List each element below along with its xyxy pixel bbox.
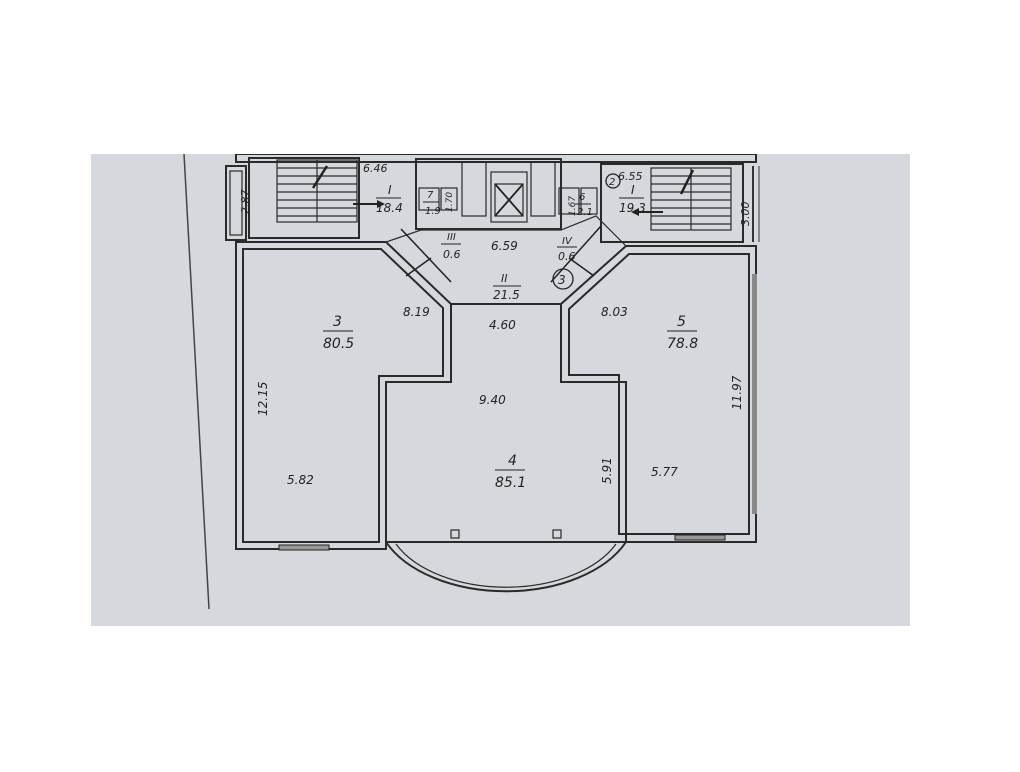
floor-plan-photo: 3 80.5 4 85.1 5 78.8 I 18.4 I 19.3 II 21…: [91, 154, 910, 626]
page-edge-line: [183, 154, 210, 610]
bay-arc: [385, 541, 627, 593]
room-area: 21.5: [493, 288, 520, 302]
dimension-label: 6.59: [491, 239, 518, 253]
room-number: I: [388, 183, 392, 197]
room-5-outline: [560, 245, 757, 543]
dimension-label: 1.70: [445, 192, 455, 212]
right-stair-room: [600, 163, 744, 243]
dimension-label: 1.67: [568, 196, 578, 216]
dimension-label: 11.97: [730, 375, 744, 410]
floor-plan: 3 80.5 4 85.1 5 78.8 I 18.4 I 19.3 II 21…: [91, 154, 910, 626]
main-outline: [235, 215, 757, 593]
room-number: 5: [677, 314, 686, 330]
room-area: 85.1: [495, 475, 526, 491]
room-area: 78.8: [667, 336, 698, 352]
marker-label: 3: [558, 273, 566, 287]
left-stair-room: [248, 157, 360, 239]
dimension-label: 5.82: [287, 473, 314, 487]
dimension-label: 5.91: [600, 457, 614, 484]
dimension-label: 6.55: [618, 170, 643, 183]
left-shaft: [225, 165, 247, 241]
dimension-label: 8.19: [403, 305, 430, 319]
room-area: 1.9: [425, 206, 441, 217]
room-number: II: [501, 272, 508, 285]
dimension-label: 8.03: [601, 305, 628, 319]
upper-core: [225, 154, 760, 243]
room-number: 3: [333, 314, 342, 330]
room-number: 7: [427, 190, 434, 201]
dimension-label: 9.40: [479, 393, 506, 407]
room-number: 4: [508, 453, 517, 469]
dimension-label: 5.77: [651, 465, 678, 479]
room-area: 0.6: [443, 248, 461, 261]
room-area: 0.6: [558, 250, 576, 263]
room-area: 2.1: [577, 207, 593, 218]
hall-outline: [384, 215, 627, 305]
room-area: 19.3: [619, 201, 646, 215]
right-stair-icon: [650, 167, 732, 231]
marker-label: 2: [609, 177, 615, 188]
paper-background: [91, 154, 910, 626]
elevator-shaft: [490, 171, 528, 223]
dimension-label: 4.60: [489, 318, 516, 332]
marker-circle: 3: [552, 268, 574, 290]
room-number: 6: [579, 192, 585, 203]
room-number: III: [447, 232, 456, 243]
dimension-label: 12.15: [256, 382, 270, 416]
room-number: IV: [562, 236, 573, 247]
dimension-label: 3.00: [739, 202, 752, 227]
marker-circle: 2: [605, 173, 621, 189]
room-area: 18.4: [376, 201, 403, 215]
room-area: 80.5: [323, 336, 354, 352]
room-number: I: [631, 183, 635, 197]
dimension-label: 6.46: [363, 162, 388, 175]
dimension-label: 2.87: [239, 190, 252, 215]
central-core: [415, 158, 562, 230]
